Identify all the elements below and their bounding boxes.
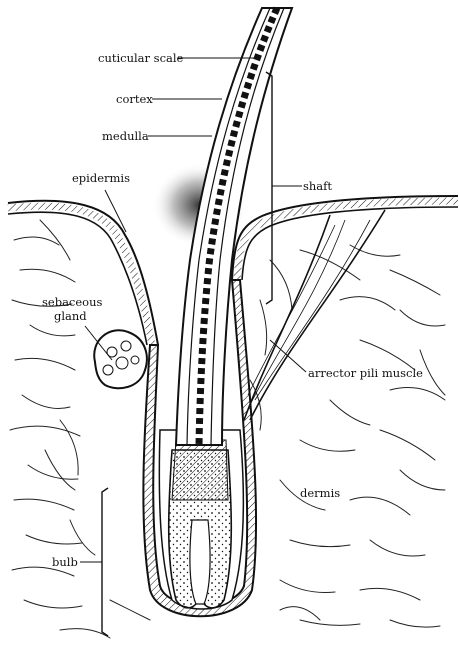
sebaceous-gland — [94, 330, 147, 388]
bulb-bracket — [102, 488, 108, 636]
arrector-pili-muscle — [244, 210, 385, 420]
label-sebaceous-2: gland — [54, 309, 87, 323]
label-cortex: cortex — [116, 92, 153, 106]
label-sebaceous-1: sebaceous — [42, 295, 103, 309]
label-dermis: dermis — [300, 486, 340, 500]
hair-bulb — [169, 440, 232, 608]
shaft-bracket — [266, 72, 272, 304]
label-epidermis: epidermis — [72, 171, 130, 185]
label-medulla: medulla — [102, 129, 149, 143]
label-shaft: shaft — [303, 179, 332, 193]
label-cuticular-scale: cuticular scale — [98, 51, 184, 65]
label-bulb: bulb — [52, 555, 78, 569]
label-arrector-pili-muscle: arrector pili muscle — [308, 366, 423, 380]
